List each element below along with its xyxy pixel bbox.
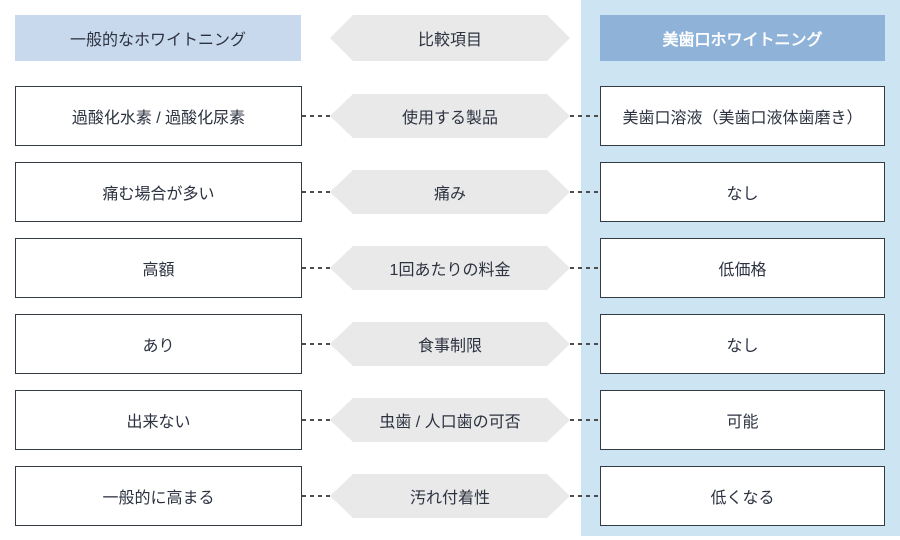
bihaku-whitening-header: 美歯口ホワイトニング	[600, 15, 885, 61]
comparison-rows: 過酸化水素 / 過酸化尿素 使用する製品 美歯口溶液（美歯口液体歯磨き） 痛む場…	[0, 86, 900, 540]
general-value-cell: 一般的に高まる	[15, 466, 302, 526]
comparison-item-hexagon: 虫歯 / 人口歯の可否	[330, 398, 570, 442]
general-whitening-header: 一般的なホワイトニング	[15, 15, 301, 61]
general-value-cell: 出来ない	[15, 390, 302, 450]
general-value-cell: 痛む場合が多い	[15, 162, 302, 222]
dotted-connector-right	[570, 191, 600, 193]
general-value-cell: 過酸化水素 / 過酸化尿素	[15, 86, 302, 146]
bihaku-value-cell: 低価格	[600, 238, 885, 298]
row-cavity-artificial-teeth: 出来ない 虫歯 / 人口歯の可否 可能	[0, 390, 900, 450]
header-row: 一般的なホワイトニング 比較項目 美歯口ホワイトニング	[15, 15, 885, 61]
comparison-item-hexagon: 使用する製品	[330, 94, 570, 138]
dotted-connector-left	[302, 267, 330, 269]
dotted-connector-right	[570, 115, 600, 117]
row-stain-adhesion: 一般的に高まる 汚れ付着性 低くなる	[0, 466, 900, 526]
general-value-cell: 高額	[15, 238, 302, 298]
header-spacer-right	[570, 15, 600, 61]
row-pain: 痛む場合が多い 痛み なし	[0, 162, 900, 222]
row-diet-restriction: あり 食事制限 なし	[0, 314, 900, 374]
comparison-item-hexagon: 1回あたりの料金	[330, 246, 570, 290]
bihaku-value-cell: なし	[600, 162, 885, 222]
dotted-connector-left	[302, 419, 330, 421]
general-value-cell: あり	[15, 314, 302, 374]
dotted-connector-right	[570, 495, 600, 497]
dotted-connector-left	[302, 115, 330, 117]
dotted-connector-right	[570, 267, 600, 269]
bihaku-value-cell: 可能	[600, 390, 885, 450]
comparison-items-header-hexagon: 比較項目	[330, 15, 570, 61]
comparison-item-hexagon: 食事制限	[330, 322, 570, 366]
header-spacer-left	[301, 15, 330, 61]
dotted-connector-left	[302, 191, 330, 193]
dotted-connector-right	[570, 343, 600, 345]
bihaku-value-cell: 低くなる	[600, 466, 885, 526]
row-product: 過酸化水素 / 過酸化尿素 使用する製品 美歯口溶液（美歯口液体歯磨き）	[0, 86, 900, 146]
bihaku-value-cell: 美歯口溶液（美歯口液体歯磨き）	[600, 86, 885, 146]
row-price: 高額 1回あたりの料金 低価格	[0, 238, 900, 298]
dotted-connector-left	[302, 495, 330, 497]
dotted-connector-left	[302, 343, 330, 345]
dotted-connector-right	[570, 419, 600, 421]
comparison-item-hexagon: 痛み	[330, 170, 570, 214]
comparison-item-hexagon: 汚れ付着性	[330, 474, 570, 518]
bihaku-value-cell: なし	[600, 314, 885, 374]
